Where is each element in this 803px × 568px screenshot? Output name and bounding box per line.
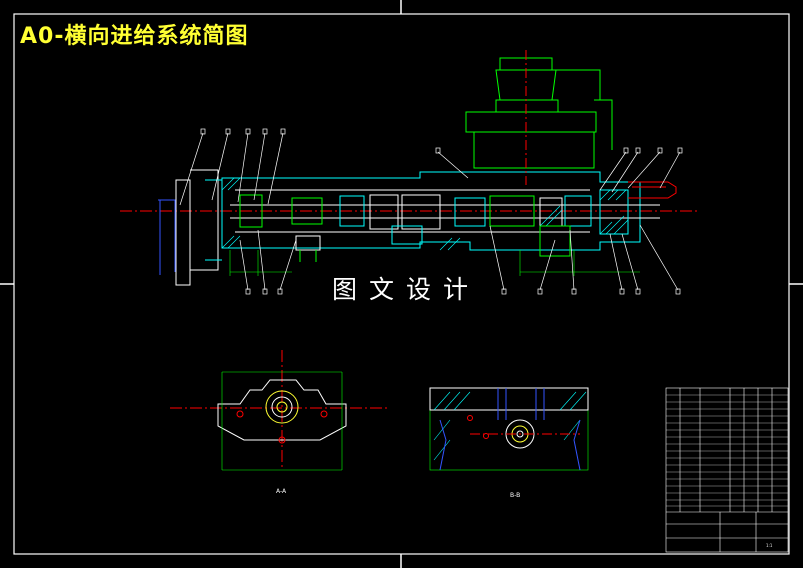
section-view-a-a <box>170 350 390 471</box>
parts-list-rows <box>666 394 788 507</box>
drawing-border <box>13 13 790 555</box>
section-label-a-a: A-A <box>276 488 287 495</box>
watermark-text: 图文设计 <box>332 275 481 304</box>
section-view-b-b <box>429 387 589 471</box>
section-label-b-b: B-B <box>510 492 520 499</box>
title-block-scale: 1:1 <box>766 543 773 548</box>
drawing-title: A0-横向进给系统简图 <box>20 24 249 49</box>
main-assembly-view <box>120 50 700 295</box>
parts-list-table <box>665 387 789 553</box>
